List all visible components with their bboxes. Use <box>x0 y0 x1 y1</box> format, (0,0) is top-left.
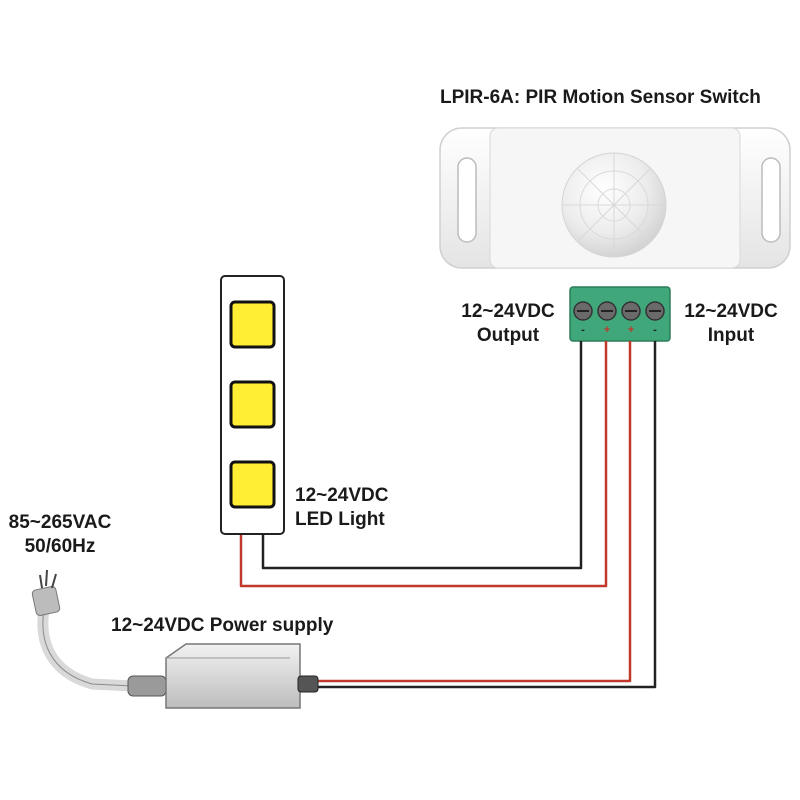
pir-lens-facets <box>562 153 666 257</box>
terminal-block-body <box>569 286 671 342</box>
terminal-mark-3: + <box>628 324 634 336</box>
terminal-screw-4 <box>645 301 665 321</box>
terminal-mark-4: - <box>653 324 657 336</box>
mounting-slot-left <box>457 157 477 243</box>
sensor-input-text: Input <box>707 325 755 346</box>
mains-cable <box>31 569 167 697</box>
led-chip-3 <box>229 460 276 509</box>
terminal-mark-2: + <box>604 324 610 336</box>
led-chip-1 <box>229 300 276 349</box>
sensor-output-text: Output <box>476 325 540 346</box>
mains-label: 85~265VAC 50/60Hz <box>0 511 120 559</box>
sensor-title: LPIR-6A: PIR Motion Sensor Switch <box>440 87 761 108</box>
terminal-block: - + + - <box>569 286 671 342</box>
mains-wire-ends-icon <box>39 569 57 589</box>
led-light-label: 12~24VDC LED Light <box>295 484 388 532</box>
led-light-voltage: 12~24VDC <box>295 485 389 506</box>
sensor-output-voltage: 12~24VDC <box>461 301 555 322</box>
power-supply-output-connector <box>297 675 319 693</box>
mains-voltage: 85~265VAC <box>8 512 112 533</box>
wire-output-negative <box>261 341 583 570</box>
power-supply-case <box>165 643 301 709</box>
terminal-screw-1 <box>573 301 593 321</box>
wire-input-positive <box>318 341 632 683</box>
wire-input-negative <box>318 341 657 689</box>
power-supply-label: 12~24VDC Power supply <box>111 615 334 636</box>
mains-plug-icon <box>31 586 61 616</box>
led-light-text: LED Light <box>295 509 385 530</box>
sensor-input-label: 12~24VDC Input <box>670 300 792 348</box>
terminal-screw-2 <box>597 301 617 321</box>
mains-frequency: 50/60Hz <box>24 536 96 557</box>
sensor-output-label: 12~24VDC Output <box>448 300 568 348</box>
power-supply <box>165 643 319 709</box>
terminal-mark-1: - <box>581 324 585 336</box>
mounting-slot-right <box>761 157 781 243</box>
wires <box>239 341 657 689</box>
wire-output-positive <box>239 341 608 588</box>
led-light-strip <box>220 275 285 535</box>
sensor-input-voltage: 12~24VDC <box>684 301 778 322</box>
pir-sensor-module <box>439 127 791 269</box>
mains-connector-icon <box>127 675 167 697</box>
terminal-screw-3 <box>621 301 641 321</box>
led-chip-2 <box>229 380 276 429</box>
